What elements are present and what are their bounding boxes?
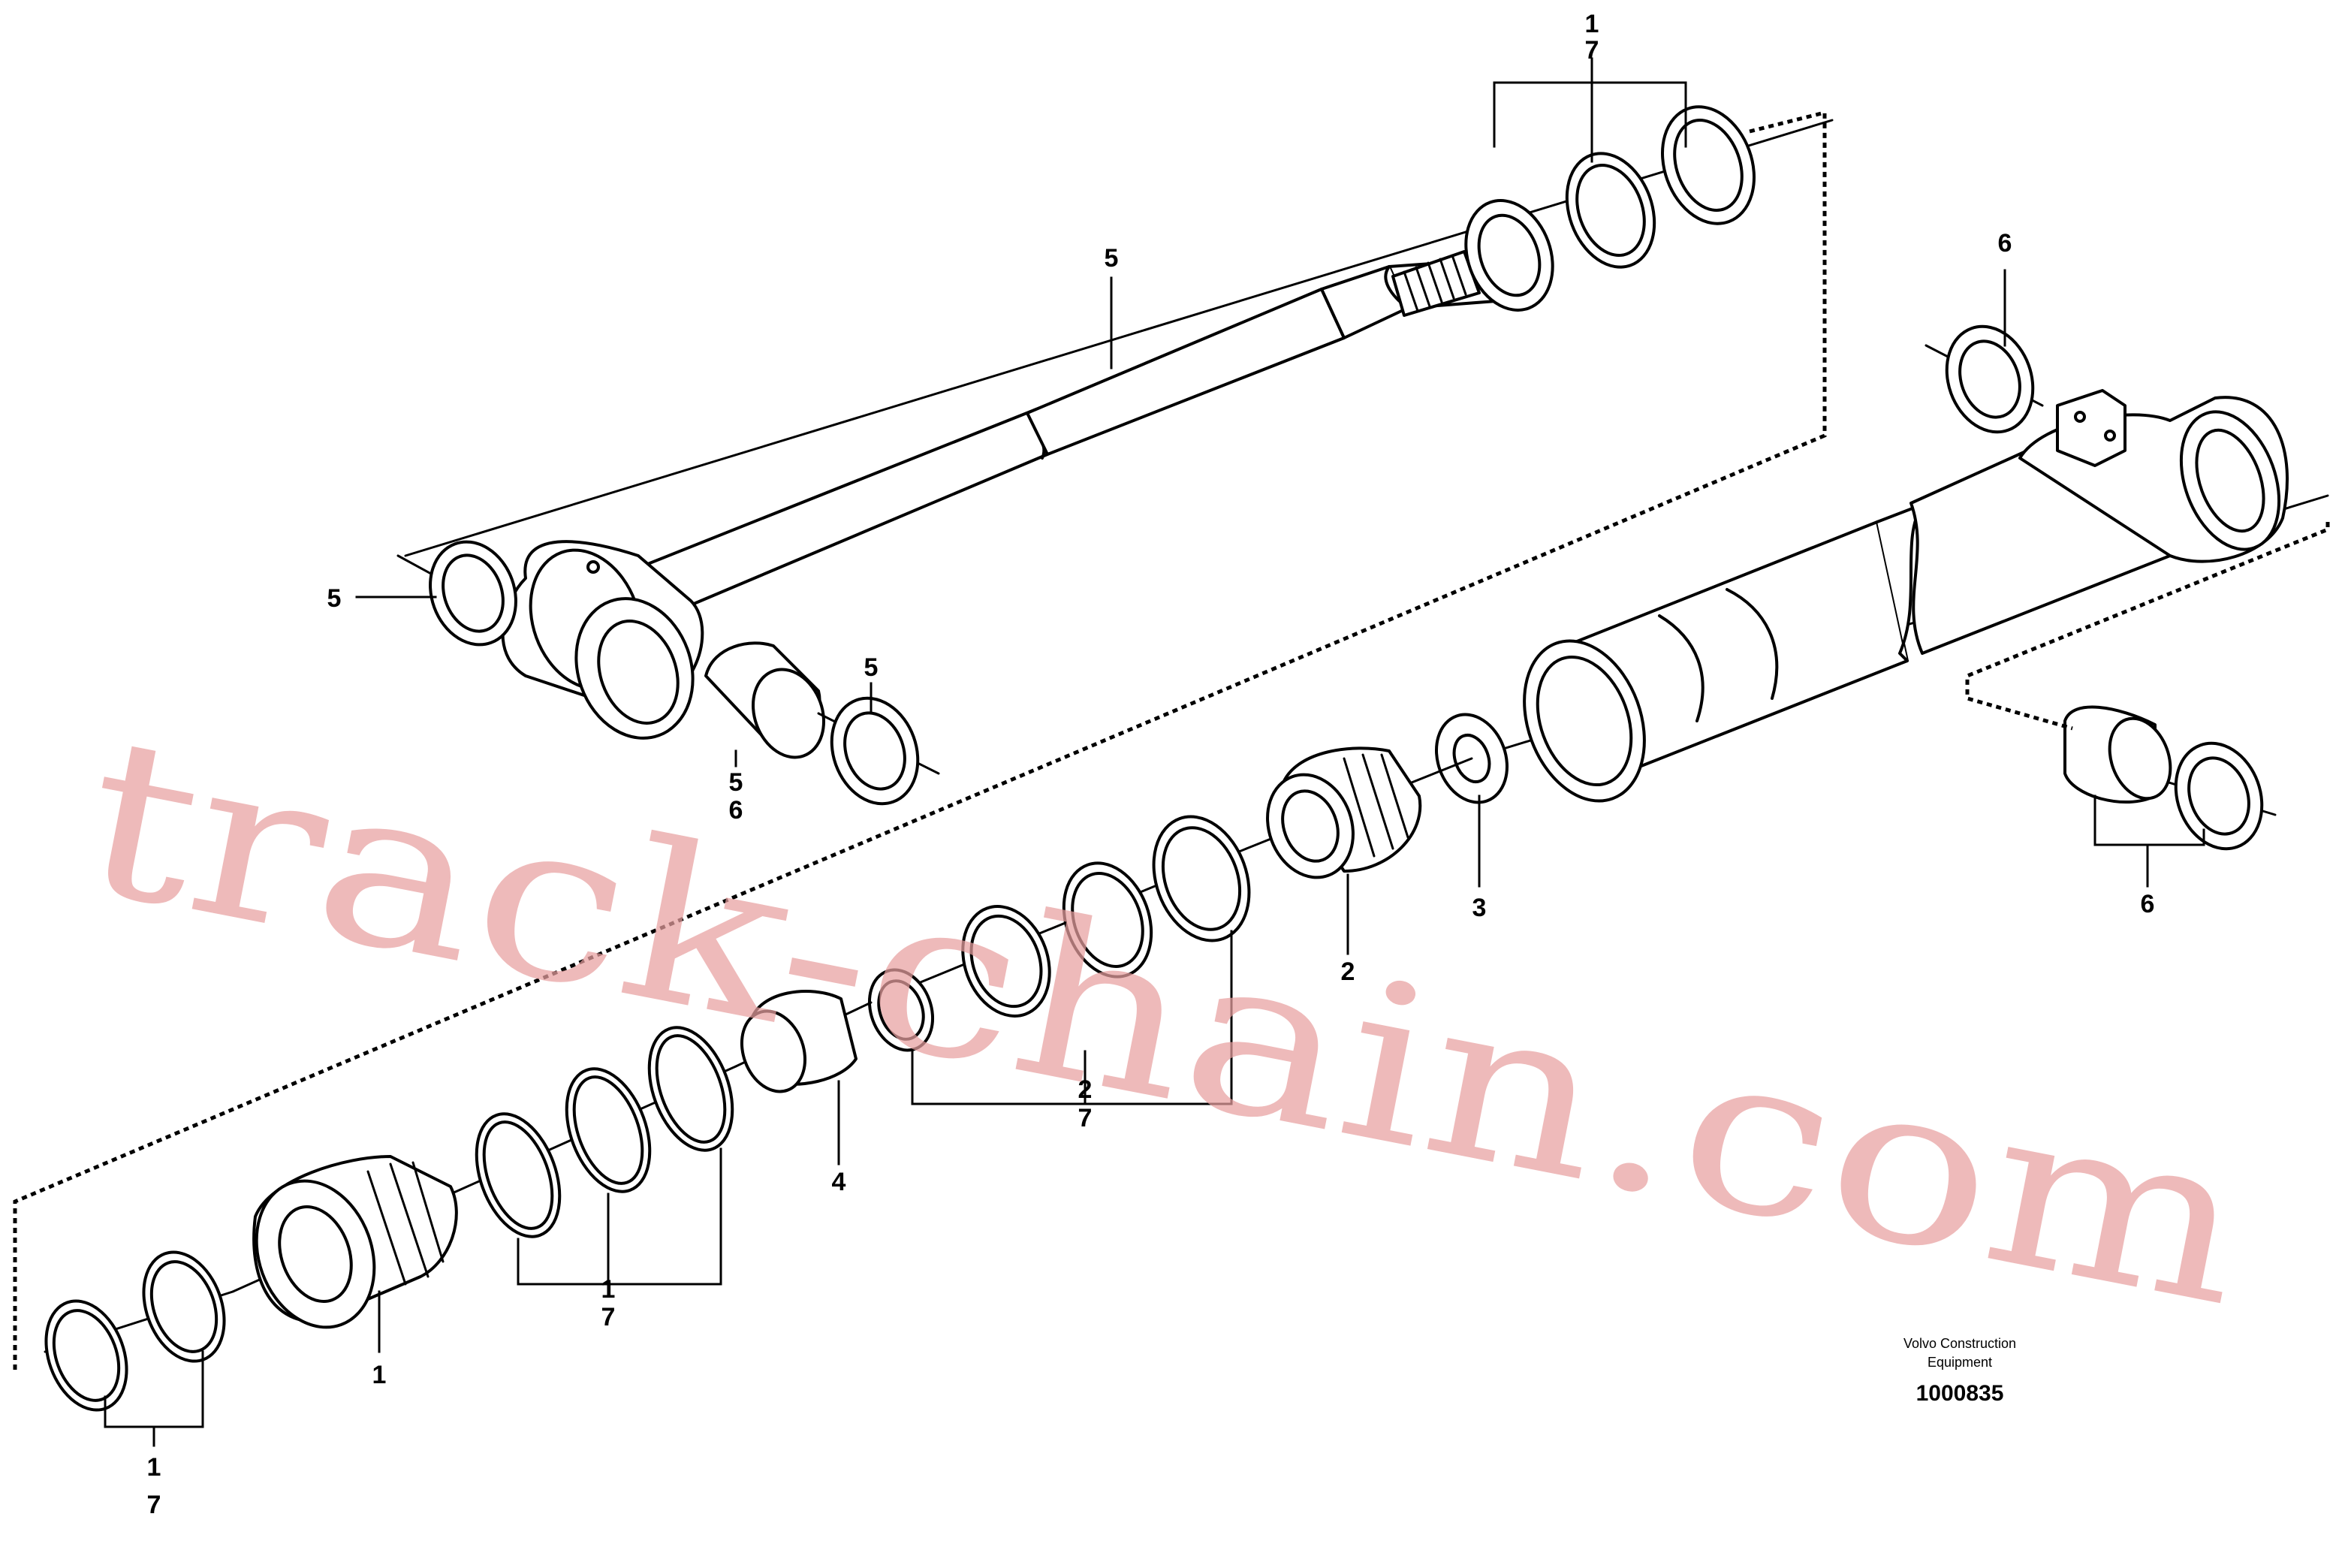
callout-rod-bushing-seal: 5	[864, 653, 879, 682]
callout-end-bushing-set: 6	[2141, 890, 2155, 918]
callout-piston-rings-2: 2	[1078, 1075, 1093, 1104]
rod-bushing-seal	[817, 696, 940, 806]
callout-wiper-set-7: 7	[147, 1491, 161, 1519]
top-ring-set	[1464, 105, 1756, 312]
callout-right-seal: 6	[1998, 229, 2012, 258]
piston-rings	[867, 815, 1251, 1052]
callout-o-rings-7: 7	[601, 1303, 616, 1331]
rod-thread	[1391, 250, 1481, 317]
end-bushing-set	[2063, 705, 2277, 851]
bearing-bushing	[734, 990, 873, 1093]
callout-piston: 2	[1341, 957, 1355, 986]
callouts: 1 7 5 6 5 5 5 6 6 3 2 2 7 4 1 7 1 1 7	[147, 10, 2155, 1519]
o-rings	[449, 1026, 737, 1238]
assembly-dashed-lines	[13, 110, 2330, 1374]
caption-block: Volvo Construction Equipment 1000835	[1903, 1336, 2016, 1406]
callout-wiper-set-1: 1	[147, 1453, 161, 1482]
rod-eye-seal	[396, 540, 517, 647]
callout-cylinder-head: 1	[372, 1361, 387, 1389]
cylinder-head	[231, 1155, 458, 1329]
barrel-end-eye	[2018, 389, 2289, 563]
leader-lines	[104, 57, 2205, 1447]
callout-rod: 5	[1105, 244, 1119, 273]
callout-piston-rings-7: 7	[1078, 1104, 1093, 1132]
rod-bushing	[704, 641, 826, 759]
caption-line-2: Equipment	[1928, 1355, 1992, 1370]
figure-number: 1000835	[1916, 1381, 2004, 1406]
callout-rod-bushing-6: 6	[729, 796, 743, 825]
callout-top-ring-set-1: 1	[1585, 10, 1599, 38]
callout-lock-nut: 3	[1472, 894, 1487, 922]
callout-rod-bushing-5: 5	[729, 768, 743, 797]
callout-rod-eye-seal: 5	[327, 584, 342, 613]
piston-rod	[404, 119, 1834, 740]
callout-o-rings-1: 1	[601, 1275, 616, 1304]
callout-top-ring-set-7: 7	[1585, 36, 1599, 65]
rod-eye	[501, 540, 704, 740]
caption-line-1: Volvo Construction	[1903, 1336, 2016, 1351]
right-seal	[1925, 324, 2044, 434]
callout-bearing-bushing: 4	[832, 1168, 846, 1196]
wiper-set	[44, 1250, 234, 1412]
piston	[1245, 746, 1473, 879]
